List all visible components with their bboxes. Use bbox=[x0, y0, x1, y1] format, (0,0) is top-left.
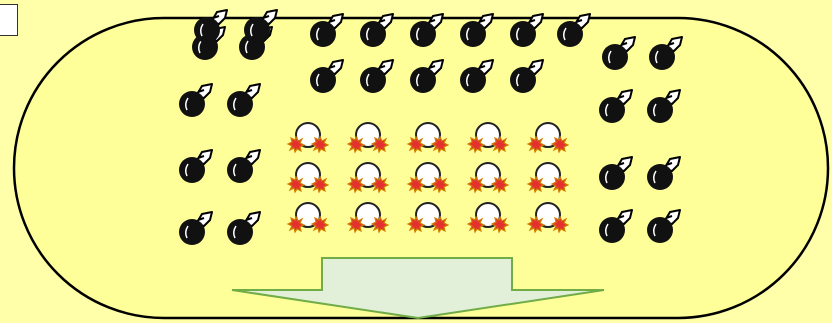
diagram-canvas bbox=[0, 0, 832, 323]
